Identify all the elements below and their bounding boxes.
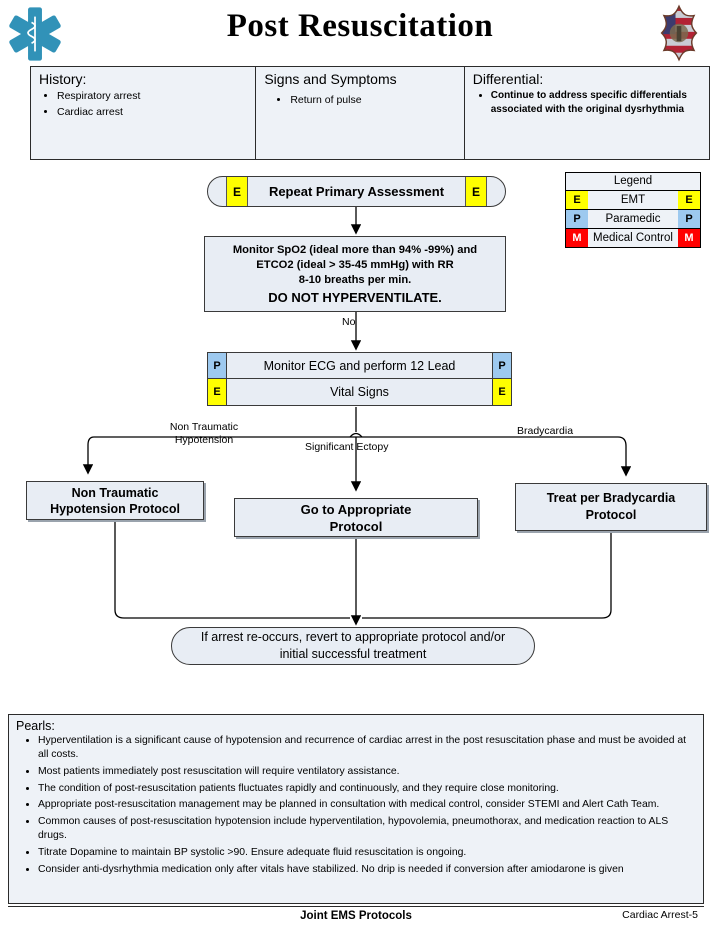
node-label-line-1: Go to Appropriate [300, 501, 412, 517]
list-item: Most patients immediately post resuscita… [38, 765, 697, 779]
monitor-line-2: ETCO2 (ideal > 35-45 mmHg) with RR [256, 259, 454, 271]
signs-symptoms-column: Signs and Symptoms Return of pulse [256, 67, 465, 159]
pearls-list: Hyperventilation is a significant cause … [16, 734, 697, 877]
monitor-warning: DO NOT HYPERVENTILATE. [268, 290, 442, 305]
node-label: Monitor ECG and perform 12 Lead [263, 358, 456, 373]
legend-code-left: P [566, 210, 588, 228]
node-label-line-2: Hypotension Protocol [50, 501, 180, 516]
node-label-line-2: Protocol [585, 508, 637, 522]
fire-department-badge-icon [660, 4, 698, 62]
legend-label: EMT [620, 194, 646, 206]
footer-page-reference: Cardiac Arrest-5 [622, 909, 698, 921]
node-label-line-2: Protocol [329, 518, 383, 534]
monitor-line-3: 8-10 breaths per min. [298, 274, 412, 286]
legend-label: Medical Control [593, 232, 673, 244]
legend-row-medical-control: M Medical Control M [566, 229, 700, 247]
signs-heading: Signs and Symptoms [264, 71, 397, 87]
history-list: Respiratory arrest Cardiac arrest [39, 89, 249, 119]
node-go-to-appropriate-protocol[interactable]: Go to Appropriate Protocol [234, 498, 478, 537]
list-item: The condition of post-resuscitation pati… [38, 782, 697, 796]
node-repeat-primary-assessment[interactable]: E Repeat Primary Assessment E [207, 176, 506, 207]
list-item: Hyperventilation is a significant cause … [38, 734, 697, 762]
list-item: Common causes of post-resuscitation hypo… [38, 815, 697, 843]
badge-paramedic-right: P [492, 353, 511, 378]
list-item: Return of pulse [290, 93, 457, 107]
list-item: Cardiac arrest [57, 105, 249, 119]
node-treat-per-bradycardia-protocol[interactable]: Treat per Bradycardia Protocol [515, 483, 707, 531]
legend-code-right: M [678, 229, 700, 247]
list-item: Continue to address specific differentia… [491, 89, 703, 116]
monitor-line-1: Monitor SpO2 (ideal more than 94% -99%) … [232, 244, 478, 256]
legend-code-left: E [566, 191, 588, 209]
node-label-line-1: Treat per Bradycardia [546, 491, 676, 505]
legend-label: Paramedic [605, 213, 661, 225]
node-label: Repeat Primary Assessment [268, 184, 445, 199]
edge-label-no: No [342, 316, 356, 328]
history-column: History: Respiratory arrest Cardiac arre… [31, 67, 257, 159]
badge-emt-left: E [226, 177, 248, 206]
star-of-life-icon [9, 7, 61, 61]
badge-paramedic-left: P [208, 353, 227, 378]
legend-code-right: P [678, 210, 700, 228]
assessment-info-table: History: Respiratory arrest Cardiac arre… [30, 66, 710, 160]
differential-column: Differential: Continue to address specif… [465, 67, 709, 159]
edge-label-significant-ectopy: Significant Ectopy [305, 441, 389, 453]
list-item: Titrate Dopamine to maintain BP systolic… [38, 846, 697, 860]
history-heading: History: [39, 71, 87, 87]
node-label-line-1: Non Traumatic [71, 485, 159, 500]
node-monitor-ecg[interactable]: P Monitor ECG and perform 12 Lead P [207, 352, 512, 379]
node-ecg-vitals-group: P Monitor ECG and perform 12 Lead P E Vi… [207, 352, 512, 406]
legend-row-emt: E EMT E [566, 191, 700, 210]
node-non-traumatic-hypotension-protocol[interactable]: Non Traumatic Hypotension Protocol [26, 481, 204, 520]
final-line-1: If arrest re-occurs, revert to appropria… [200, 630, 506, 644]
node-monitor-spo2-etco2[interactable]: Monitor SpO2 (ideal more than 94% -99%) … [204, 236, 506, 312]
node-vital-signs[interactable]: E Vital Signs E [207, 379, 512, 406]
badge-emt-right: E [465, 177, 487, 206]
pearls-panel: Pearls: Hyperventilation is a significan… [8, 714, 704, 904]
footer-title: Joint EMS Protocols [300, 910, 412, 922]
badge-emt-left: E [208, 379, 227, 405]
list-item: Appropriate post-resuscitation managemen… [38, 798, 697, 812]
legend: Legend E EMT E P Paramedic P M Medical C… [565, 172, 701, 248]
node-if-arrest-reoccurs[interactable]: If arrest re-occurs, revert to appropria… [171, 627, 535, 665]
page-title: Post Resuscitation [226, 8, 494, 44]
list-item: Respiratory arrest [57, 89, 249, 103]
footer-divider [8, 906, 704, 907]
final-line-2: initial successful treatment [279, 647, 427, 661]
differential-heading: Differential: [472, 71, 544, 87]
legend-code-left: M [566, 229, 588, 247]
badge-emt-right: E [492, 379, 511, 405]
legend-title: Legend [566, 173, 700, 191]
list-item: Consider anti-dysrhythmia medication onl… [38, 863, 697, 877]
edge-label-bradycardia: Bradycardia [517, 425, 574, 437]
signs-list: Return of pulse [264, 89, 457, 107]
differential-list: Continue to address specific differentia… [473, 89, 703, 116]
legend-code-right: E [678, 191, 700, 209]
node-label: Vital Signs [330, 385, 389, 399]
pearls-title: Pearls: [16, 719, 55, 733]
edge-label-non-traumatic-hypotension: Non Traumatic Hypotension [169, 421, 239, 446]
legend-row-paramedic: P Paramedic P [566, 210, 700, 229]
